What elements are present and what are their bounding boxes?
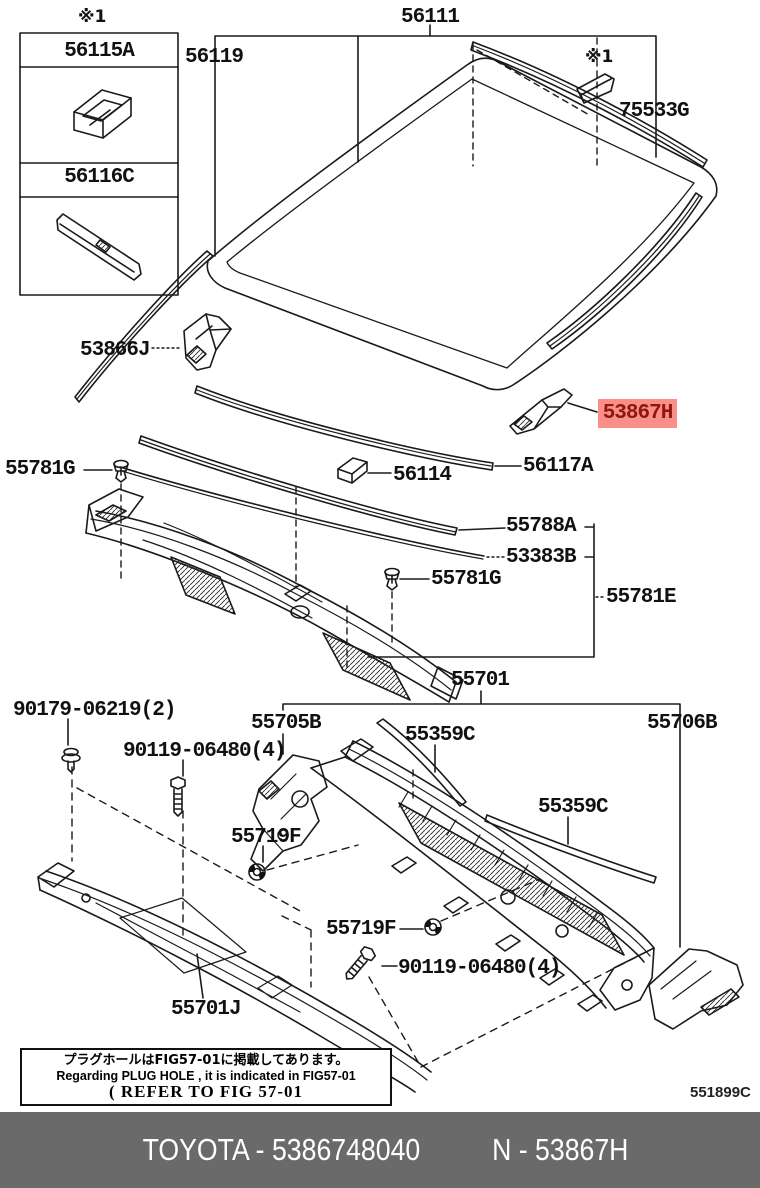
molding-75533G-drawing [470,41,708,350]
part-label-55359C-1[interactable]: 55359C [405,724,476,747]
part-label-55781G-2[interactable]: 55781G [431,568,502,591]
note-line-english: Regarding PLUG HOLE , it is indicated in… [56,1069,356,1083]
part-label-55781G-1[interactable]: 55781G [5,458,76,481]
seal-55788A-drawing [138,435,506,536]
fastener-drawings [61,718,442,985]
bracket-55781E-group [367,523,606,658]
construction-dashed-lines [71,766,649,1068]
part-label-56119[interactable]: 56119 [185,46,244,69]
part-label-56115A[interactable]: 56115A [64,40,135,63]
part-label-55359C-2[interactable]: 55359C [538,796,609,819]
part-53867H-drawing [509,388,598,435]
part-label-56117A[interactable]: 56117A [523,455,594,478]
part-53866J-drawing [151,313,232,371]
part-label-75533G[interactable]: 75533G [619,100,690,123]
clip-55781G-drawings [83,459,430,673]
ref-mark-2: ※1 [585,47,614,67]
part-label-53867H-highlighted[interactable]: 53867H [598,399,677,428]
part-label-56111[interactable]: 56111 [401,6,460,29]
part-label-55701[interactable]: 55701 [451,669,510,692]
part-label-90119-06480-2[interactable]: 90119-06480(4) [398,957,561,980]
diagram-code: 551899C [690,1084,751,1101]
inset-box [19,32,179,296]
part-label-55781E[interactable]: 55781E [606,586,677,609]
cowl-louver-55781E-drawing [85,488,464,703]
bracket-55701-group [282,690,681,948]
footer-bar: TOYOTA - 5386748040 N - 53867H [0,1112,760,1188]
part-label-55701J[interactable]: 55701J [171,998,242,1021]
part-label-56114[interactable]: 56114 [393,464,452,487]
footer-part-number: TOYOTA - 5386748040 [142,1132,421,1167]
part-label-53866J[interactable]: 53866J [80,339,151,362]
part-label-90119-06480-1[interactable]: 90119-06480(4) [123,740,286,763]
plug-hole-note-box: プラグホールはFIG57-01に掲載してあります。 Regarding PLUG… [20,1048,392,1106]
cowl-panel-55701J-drawing [37,862,432,1093]
note-line-japanese: プラグホールはFIG57-01に掲載してあります。 [63,1053,349,1068]
part-label-55788A[interactable]: 55788A [506,515,577,538]
molding-56119-drawing [74,250,214,403]
part-label-55719F-2[interactable]: 55719F [326,918,397,941]
part-label-55705B[interactable]: 55705B [251,712,322,735]
seal-53383B-drawing [119,466,505,560]
part-label-55719F-1[interactable]: 55719F [231,826,302,849]
part-55706B-drawing [648,948,744,1030]
molding-56117A-drawing [194,385,522,471]
ref-mark-1: ※1 [78,7,107,27]
part-56114-drawing [337,457,392,484]
footer-part-code: N - 53867H [492,1132,629,1167]
cowl-panel-55701-drawing [310,738,655,1012]
part-label-53383B[interactable]: 53383B [506,546,577,569]
note-line-refer: ( REFER TO FIG 57-01 [108,1082,304,1101]
part-55705B-drawing [250,754,328,872]
part-label-90179-06219[interactable]: 90179-06219(2) [13,699,176,722]
windshield-glass-drawing [206,57,718,391]
part-label-56116C[interactable]: 56116C [64,166,135,189]
weatherstrip-55359C-drawings [376,718,657,884]
part-label-55706B[interactable]: 55706B [647,712,718,735]
